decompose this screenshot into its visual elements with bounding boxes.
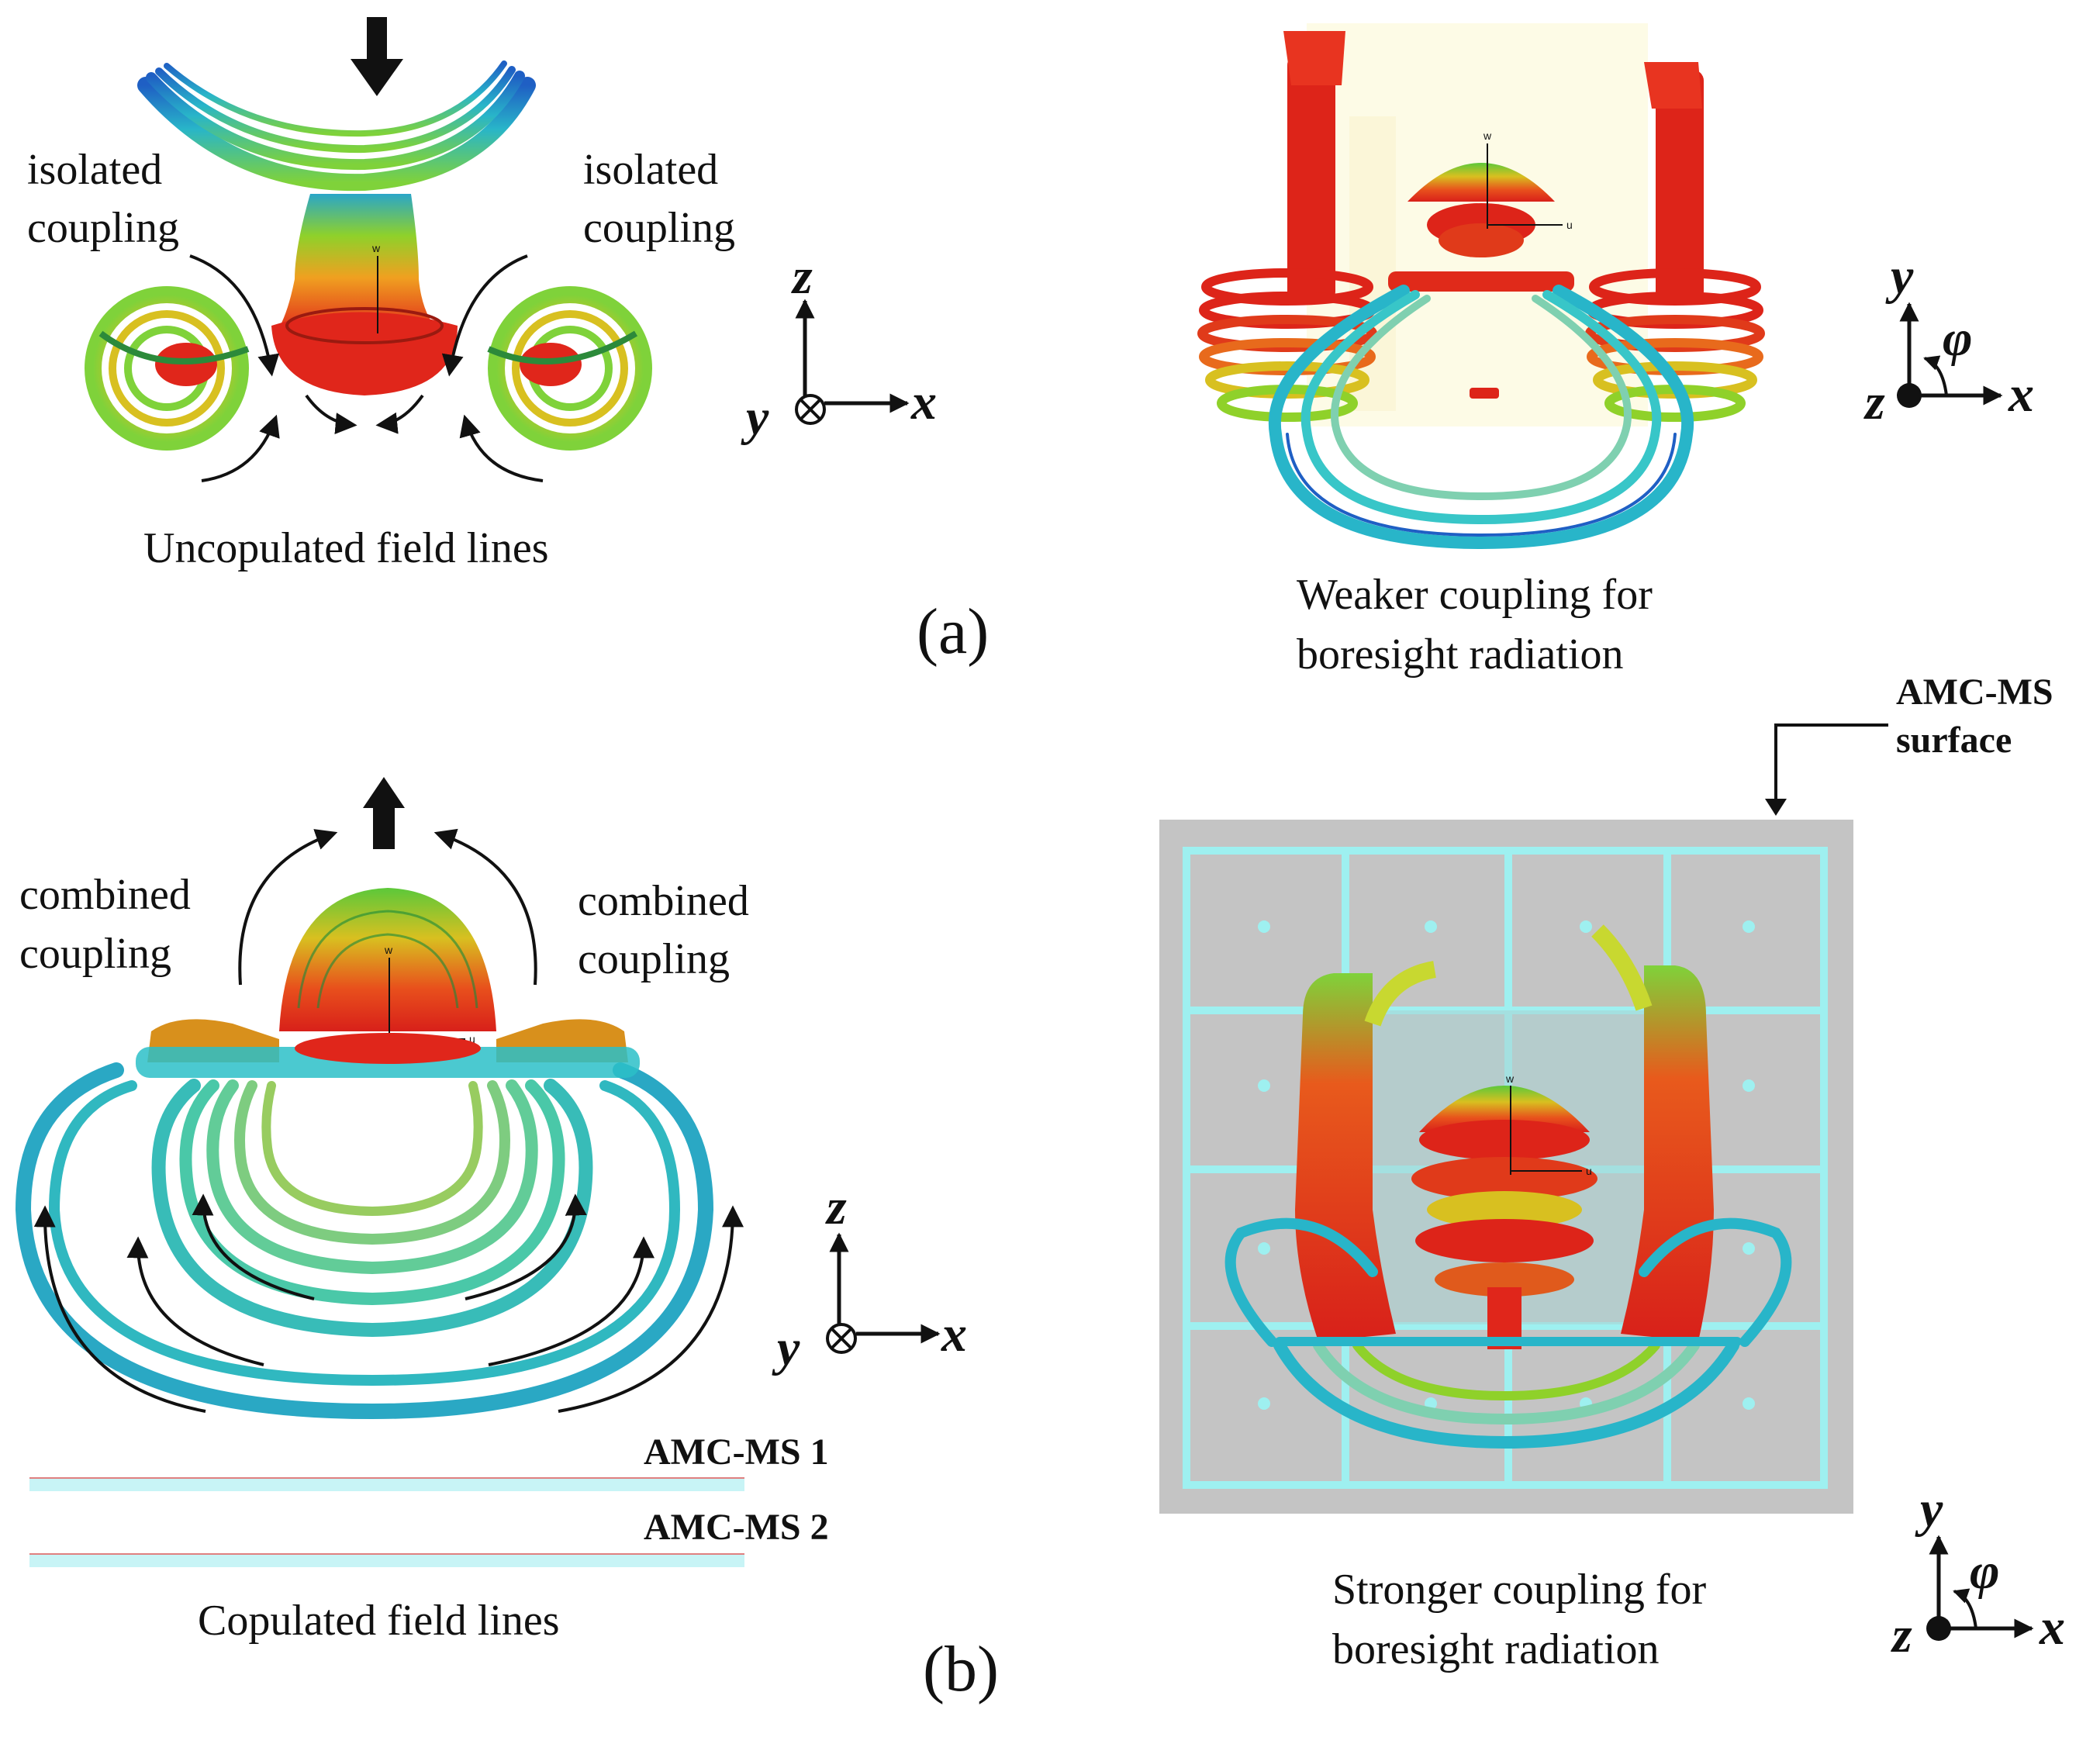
amc-ms-1-layer	[29, 1477, 744, 1491]
coupled-field-loops	[15, 1062, 714, 1420]
svg-text:y: y	[772, 1320, 800, 1376]
annotation-combined-right: combined coupling	[578, 877, 749, 983]
svg-text:y: y	[1885, 248, 1914, 305]
svg-text:coupling: coupling	[19, 930, 171, 978]
coupling-arrows	[189, 254, 544, 482]
svg-text:combined: combined	[578, 877, 749, 925]
svg-text:z: z	[825, 1179, 847, 1235]
svg-text:coupling: coupling	[583, 204, 735, 252]
svg-text:z: z	[1863, 374, 1885, 430]
central-dome	[279, 888, 496, 1031]
combined-top-arrows	[238, 828, 537, 986]
origin-w-mark-a2: w	[1483, 129, 1492, 142]
origin-u-mark-b2: u	[1586, 1165, 1592, 1177]
svg-text:combined: combined	[19, 871, 191, 919]
center-dome: w u	[1388, 129, 1574, 399]
upper-field-bundle	[137, 60, 536, 192]
down-arrow-icon	[351, 17, 403, 96]
svg-text:x: x	[2008, 366, 2034, 423]
panel-b-right-simulation: w u	[1224, 924, 1792, 1449]
svg-text:coupling: coupling	[578, 935, 730, 983]
axes-yx-a: y x z φ	[1863, 248, 2034, 430]
caption-uncopulated: Uncopulated field lines	[143, 524, 549, 572]
origin-w-mark-b2: w	[1505, 1072, 1515, 1085]
panel-label-a: (a)	[917, 596, 989, 668]
lower-cyan-loops	[1224, 1217, 1792, 1449]
combined-side-arrows	[33, 1193, 744, 1413]
svg-text:φ: φ	[1943, 310, 1973, 367]
caption-weaker: Weaker coupling for boresight radiation	[1297, 571, 1653, 679]
center-stack: w u	[1411, 1072, 1597, 1349]
right-ring-bundle	[487, 286, 652, 451]
amc-ms-surface-callout: AMC-MS surface	[1765, 672, 2053, 816]
up-arrow-icon	[363, 777, 405, 849]
svg-text:z: z	[791, 248, 813, 305]
svg-text:Weaker coupling for: Weaker coupling for	[1297, 571, 1653, 619]
svg-text:y: y	[741, 389, 769, 446]
panel-a-left-simulation: w	[85, 17, 652, 482]
panel-a-right-simulation: w u	[1197, 23, 1765, 550]
origin-w-mark-b: w	[384, 944, 393, 956]
amc-ms-1-label: AMC-MS 1	[644, 1431, 829, 1473]
caption-copulated: Copulated field lines	[198, 1597, 560, 1645]
axes-yx-b: y x z φ	[1891, 1481, 2065, 1663]
svg-text:Stronger coupling for: Stronger coupling for	[1332, 1566, 1706, 1614]
amc-ms-2-layer	[29, 1553, 744, 1567]
annotation-isolated-left: isolated coupling	[27, 146, 179, 252]
central-field-core	[275, 194, 442, 333]
origin-u-mark-b: u	[469, 1033, 475, 1045]
annotation-combined-left: combined coupling	[19, 871, 191, 978]
cool-field-loops	[1268, 285, 1694, 550]
svg-text:φ: φ	[1970, 1543, 2000, 1600]
origin-u-mark-a2: u	[1566, 219, 1573, 231]
svg-text:isolated: isolated	[583, 146, 718, 194]
axes-zx-a: z x y	[741, 248, 937, 446]
svg-text:coupling: coupling	[27, 204, 179, 252]
svg-text:isolated: isolated	[27, 146, 162, 194]
annotation-isolated-right: isolated coupling	[583, 146, 735, 252]
svg-text:y: y	[1915, 1481, 1943, 1538]
svg-text:x: x	[910, 374, 937, 430]
svg-text:z: z	[1891, 1607, 1912, 1663]
panel-b-left-simulation: w u	[15, 777, 744, 1567]
left-ring-bundle	[85, 286, 250, 451]
caption-stronger: Stronger coupling for boresight radiatio…	[1332, 1566, 1706, 1673]
origin-w-mark: w	[371, 242, 381, 254]
svg-text:boresight radiation: boresight radiation	[1297, 630, 1623, 679]
amc-ms-vias	[1258, 920, 1755, 1410]
panel-label-b: (b)	[923, 1633, 999, 1705]
svg-text:boresight radiation: boresight radiation	[1332, 1625, 1659, 1673]
svg-text:surface: surface	[1896, 720, 2012, 761]
amc-ms-2-label: AMC-MS 2	[644, 1507, 829, 1548]
svg-text:AMC-MS: AMC-MS	[1896, 672, 2053, 713]
svg-text:x: x	[2039, 1599, 2065, 1656]
axes-zx-b: z x y	[772, 1179, 967, 1376]
svg-text:x: x	[941, 1306, 967, 1362]
central-red-base	[271, 312, 458, 395]
